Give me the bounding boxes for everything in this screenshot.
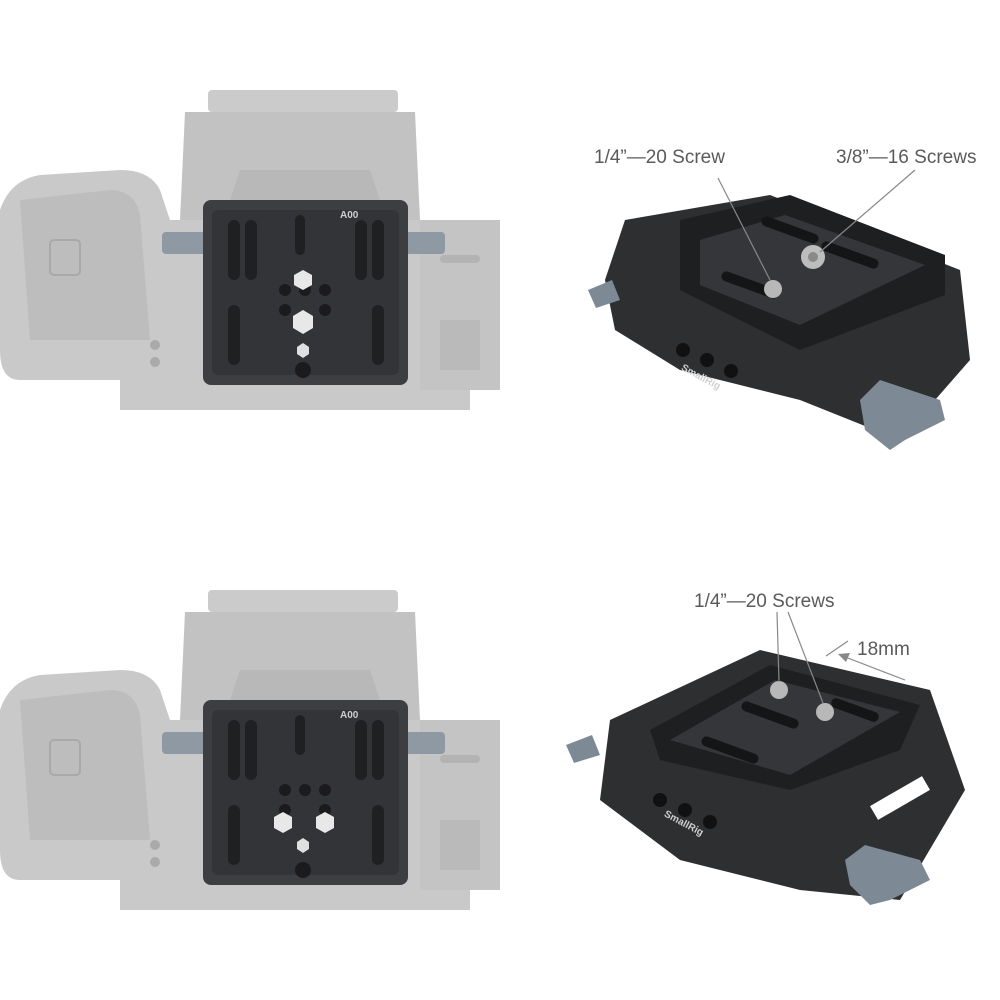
label-quarter-20-screw: 1/4”—20 Screw xyxy=(594,147,725,168)
knob-left xyxy=(566,735,600,763)
screw-quarter-20-b xyxy=(816,703,834,721)
screw-hex xyxy=(294,270,312,290)
screw-quarter-20-a xyxy=(770,681,788,699)
knob-right xyxy=(845,845,930,905)
knob-right xyxy=(860,380,945,450)
label-three-eighths-16-screws: 3/8”—16 Screws xyxy=(836,147,976,168)
screw-quarter-20 xyxy=(764,280,782,298)
baseplate-lower: SmallRig 1/4”—20 Screws 18mm xyxy=(566,591,965,905)
camera-top-view-lower xyxy=(0,589,501,911)
knob-left xyxy=(588,280,620,308)
camera-top-view-upper xyxy=(0,89,501,411)
baseplate-upper: SmallRig 1/4”—20 Screw 3/8”—16 Screws xyxy=(588,147,976,450)
label-18mm-offset: 18mm xyxy=(857,639,910,660)
label-quarter-20-screws: 1/4”—20 Screws xyxy=(694,591,834,612)
offset-arrow xyxy=(839,654,906,681)
